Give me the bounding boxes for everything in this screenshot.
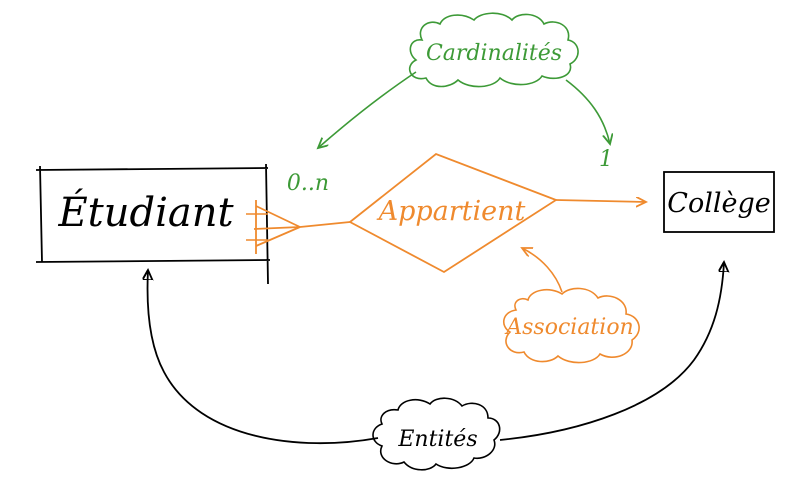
cardinalities-callout: Cardinalités xyxy=(408,12,579,88)
cardinality-arrow-left xyxy=(318,71,417,148)
crows-foot-many xyxy=(253,205,301,247)
entity-student: Étudiant xyxy=(35,163,271,285)
association-callout: Association xyxy=(503,287,640,364)
cardinality-arrow-right xyxy=(565,79,610,144)
association-callout-label: Association xyxy=(504,315,633,340)
association-cloud xyxy=(503,287,640,364)
association-callout-arrow xyxy=(522,248,563,293)
entities-callout-label: Entités xyxy=(397,427,477,452)
association-label: Appartient xyxy=(376,196,526,227)
entity-student-box xyxy=(35,163,271,285)
cardinality-student-side: 0..n xyxy=(287,171,329,196)
entity-college-label: Collège xyxy=(667,188,770,219)
entities-arrow-right xyxy=(499,262,724,441)
cardinalities-label: Cardinalités xyxy=(426,41,562,66)
cardinality-college-side: 1 xyxy=(599,147,613,172)
entity-college-box xyxy=(663,171,775,233)
link-to-student xyxy=(246,200,351,254)
association-appartient: Appartient xyxy=(348,152,558,274)
link-to-college xyxy=(555,200,646,202)
entities-cloud xyxy=(372,397,501,471)
entity-student-label: Étudiant xyxy=(57,189,234,236)
cardinalities-cloud xyxy=(408,12,579,88)
entities-arrow-left xyxy=(148,270,379,445)
entities-callout: Entités xyxy=(372,397,501,471)
entity-college: Collège xyxy=(663,171,775,233)
